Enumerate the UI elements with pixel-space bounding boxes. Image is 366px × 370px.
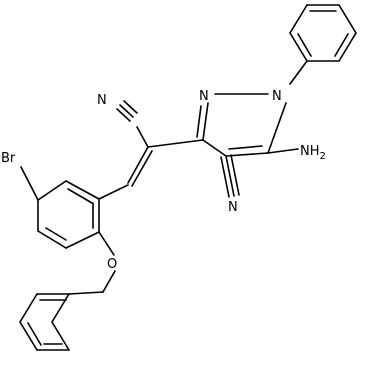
amino-nh-text: NH [300,144,320,159]
nitrogen-label-n1: N [272,89,282,104]
bromophenyl-ring [20,166,129,249]
amino-group-label: NH2 [300,144,326,162]
pyrazole-ring [196,60,308,157]
amino-bond [267,148,299,154]
acrylonitrile-linker [116,100,204,187]
bromine-label: Br [1,151,16,166]
nitrile-group-lower [220,154,240,198]
nitrogen-label-n2: N [199,89,209,104]
phenyl-ring-top [289,4,357,62]
benzyloxy-linker [68,231,116,295]
oxygen-label: O [107,257,117,272]
nitrile-nitrogen-lower-label: N [228,200,238,215]
nitrile-nitrogen-upper-label: N [97,93,107,108]
benzyl-phenyl-ring [19,293,70,351]
amino-subscript: 2 [320,151,326,162]
